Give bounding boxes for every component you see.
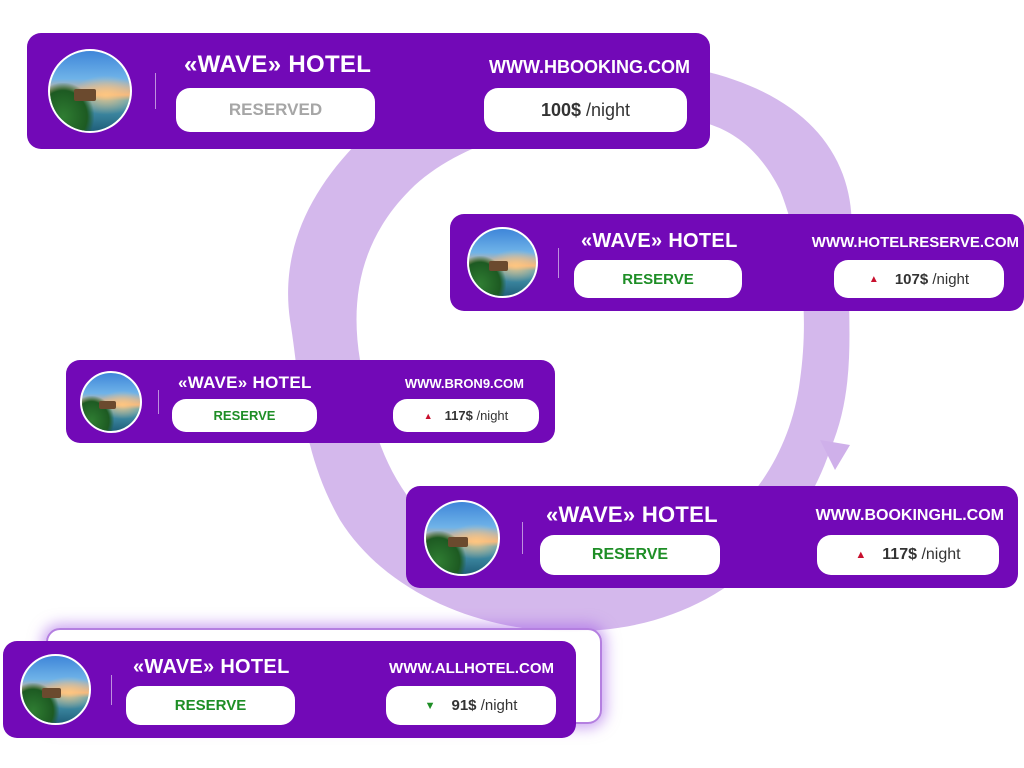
price-unit: /night <box>932 270 970 288</box>
listing-card-bookinghl: «WAVE» HOTEL WWW.BOOKINGHL.COM RESERVE ▲… <box>406 486 1018 588</box>
listing-card-hbooking: «WAVE» HOTEL WWW.HBOOKING.COM RESERVED 1… <box>27 33 710 149</box>
price-badge: ▼ 91$ /night <box>386 686 556 725</box>
hotel-name: «WAVE» HOTEL <box>178 373 312 392</box>
reserve-button[interactable]: RESERVE <box>540 535 720 575</box>
hotel-photo <box>48 49 132 133</box>
price-value: 107$ <box>894 270 929 288</box>
booking-site: WWW.BOOKINGHL.COM <box>815 507 1004 524</box>
hotel-name: «WAVE» HOTEL <box>133 656 290 678</box>
hotel-name: «WAVE» HOTEL <box>184 51 372 78</box>
price-badge: ▲ 117$ /night <box>393 399 539 432</box>
price-down-icon: ▼ <box>424 699 436 712</box>
hotel-name: «WAVE» HOTEL <box>546 502 718 527</box>
booking-site: WWW.ALLHOTEL.COM <box>389 660 554 677</box>
reserve-button[interactable]: RESERVE <box>574 260 742 298</box>
hotel-photo <box>467 227 538 298</box>
booking-site: WWW.HOTELRESERVE.COM <box>811 234 1019 251</box>
reserve-button[interactable]: RESERVE <box>172 399 317 432</box>
hotel-photo <box>424 500 500 576</box>
price-value: 91$ <box>451 697 477 714</box>
price-unit: /night <box>921 546 961 563</box>
hotel-photo <box>20 654 91 725</box>
booking-site: WWW.BRON9.COM <box>404 376 524 391</box>
price-badge: 100$ /night <box>484 88 687 132</box>
listing-card-bron9: «WAVE» HOTEL WWW.BRON9.COM RESERVE ▲ 117… <box>66 360 555 443</box>
divider <box>155 73 156 109</box>
price-badge: ▲ 107$ /night <box>834 260 1004 298</box>
divider <box>158 390 159 414</box>
listing-card-hotelreserve: «WAVE» HOTEL WWW.HOTELRESERVE.COM RESERV… <box>450 214 1024 311</box>
price-value: 117$ <box>882 546 917 563</box>
price-unit: /night <box>476 408 509 423</box>
listing-card-allhotel: «WAVE» HOTEL WWW.ALLHOTEL.COM RESERVE ▼ … <box>3 641 576 738</box>
divider <box>522 522 523 554</box>
reserved-status-button[interactable]: RESERVED <box>176 88 375 132</box>
price-up-icon: ▲ <box>868 273 879 285</box>
divider <box>558 248 559 278</box>
divider <box>111 675 112 705</box>
hotel-photo <box>80 371 142 433</box>
price-value: 100$ <box>540 99 581 120</box>
price-value: 117$ <box>444 408 473 423</box>
hotel-name: «WAVE» HOTEL <box>581 230 738 252</box>
booking-site: WWW.HBOOKING.COM <box>489 57 690 77</box>
price-unit: /night <box>480 697 518 714</box>
reserve-button[interactable]: RESERVE <box>126 686 295 725</box>
price-up-icon: ▲ <box>855 549 867 561</box>
price-unit: /night <box>586 99 631 120</box>
price-badge: ▲ 117$ /night <box>817 535 999 575</box>
price-up-icon: ▲ <box>423 410 433 421</box>
